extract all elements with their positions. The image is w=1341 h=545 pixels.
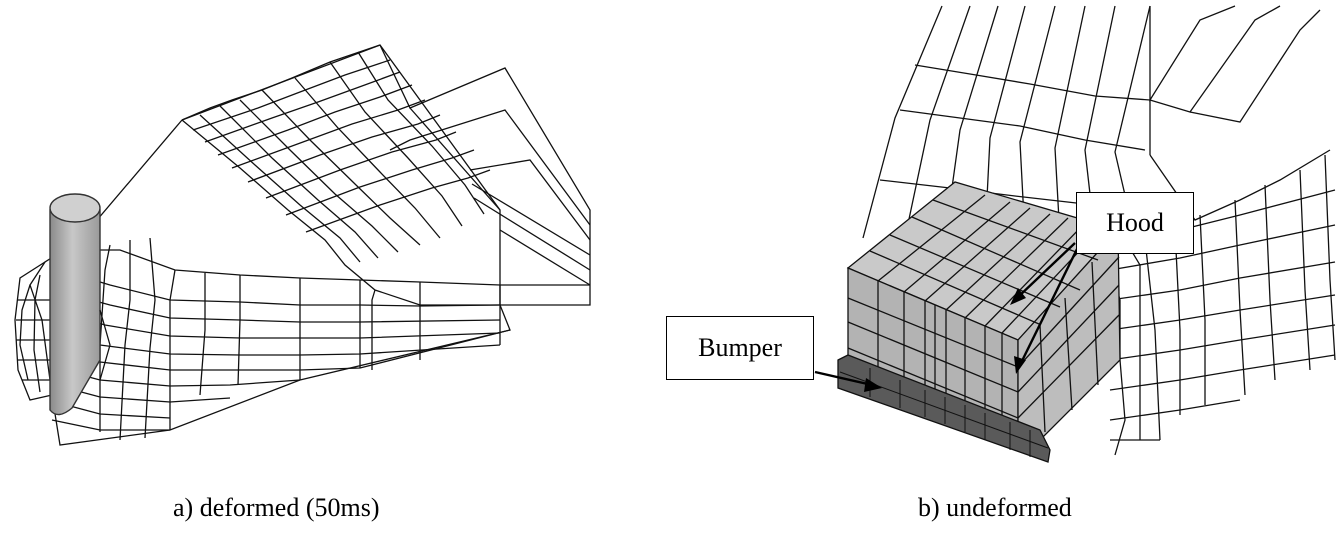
bumper-arrow xyxy=(814,370,882,392)
caption-undeformed: b) undeformed xyxy=(918,493,1072,522)
bumper-label-text: Bumper xyxy=(698,333,782,362)
bumper-label: Bumper xyxy=(666,316,814,380)
hood-arrows xyxy=(1010,242,1082,374)
impact-pole xyxy=(49,193,111,416)
hood-label: Hood xyxy=(1076,192,1194,254)
undeformed-mesh xyxy=(862,5,1336,456)
deformed-mesh xyxy=(14,44,591,446)
hood-label-text: Hood xyxy=(1106,208,1164,237)
caption-deformed: a) deformed (50ms) xyxy=(173,493,380,522)
